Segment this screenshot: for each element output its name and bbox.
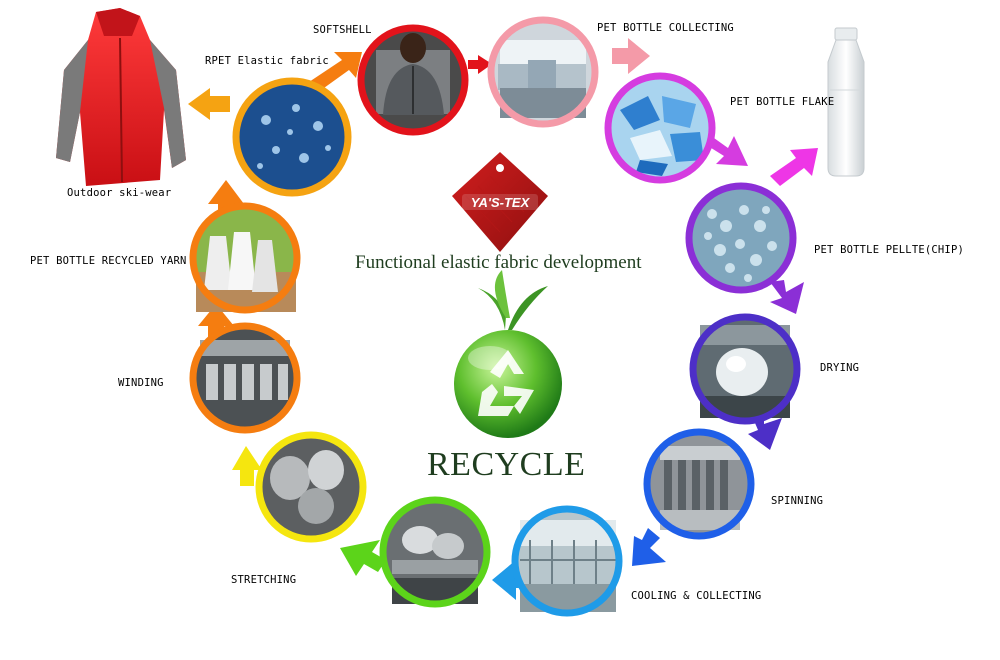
label-softshell: SOFTSHELL <box>313 24 372 36</box>
step-pet-bottle-collecting <box>487 16 599 128</box>
step-cooling-collecting <box>511 505 623 617</box>
arrow-flake-to-chip <box>708 136 748 166</box>
ski-jacket-picture <box>56 8 186 186</box>
step-stretching-machine <box>379 496 491 608</box>
step-pet-bottle-flake <box>604 72 716 184</box>
step-stretching-rolls <box>255 431 367 543</box>
step-winding <box>189 322 301 434</box>
label-pet-bottle-pellte: PET BOTTLE PELLTE(CHIP) <box>814 244 964 256</box>
arrow-spinning-to-cooling <box>632 528 666 566</box>
label-winding: WINDING <box>118 377 164 389</box>
pet-bottle-picture <box>827 27 865 177</box>
step-recycled-yarn <box>189 202 301 314</box>
arrow-fabric-to-skiwear <box>188 88 230 120</box>
arrow-winding-to-yarn <box>198 304 234 340</box>
brand-name: YA'S-TEX <box>471 195 531 210</box>
step-spinning <box>643 428 755 540</box>
arrow-stretching-photo-to-rolls <box>340 540 386 576</box>
label-pet-bottle-flake: PET BOTTLE FLAKE <box>730 96 835 108</box>
brand-tag-logo: YA'S-TEX <box>452 152 548 252</box>
arrow-chip-to-drying <box>770 280 804 314</box>
arrow-softshell-to-collecting <box>468 55 492 74</box>
label-pet-bottle-collecting: PET BOTTLE COLLECTING <box>597 22 734 34</box>
step-rpet-elastic-fabric <box>232 77 352 197</box>
recycle-globe <box>454 270 562 438</box>
arrow-rolls-to-winding <box>232 446 262 486</box>
step-drying <box>689 313 801 425</box>
label-stretching: STRETCHING <box>231 574 297 586</box>
label-cooling-collecting: COOLING & COLLECTING <box>631 590 762 602</box>
label-outdoor-ski-wear: Outdoor ski-wear <box>67 187 172 199</box>
label-pet-bottle-recycled-yarn: PET BOTTLE RECYCLED YARN <box>30 255 187 267</box>
label-spinning: SPINNING <box>771 495 824 507</box>
arrow-cooling-to-stretching-photo <box>492 560 532 600</box>
arrow-collecting-to-flake <box>612 38 650 74</box>
recycle-symbol-icon <box>478 350 534 416</box>
arrow-to-bottle <box>770 148 818 186</box>
diagram-tagline: Functional elastic fabric development <box>355 252 642 273</box>
label-drying: DRYING <box>820 362 860 374</box>
step-pet-bottle-pellte <box>685 182 797 294</box>
label-rpet-elastic-fabric: RPET Elastic fabric <box>205 55 329 67</box>
center-recycle-label: RECYCLE <box>427 446 586 483</box>
arrow-yarn-to-fabric <box>208 180 244 218</box>
step-softshell <box>357 24 469 136</box>
